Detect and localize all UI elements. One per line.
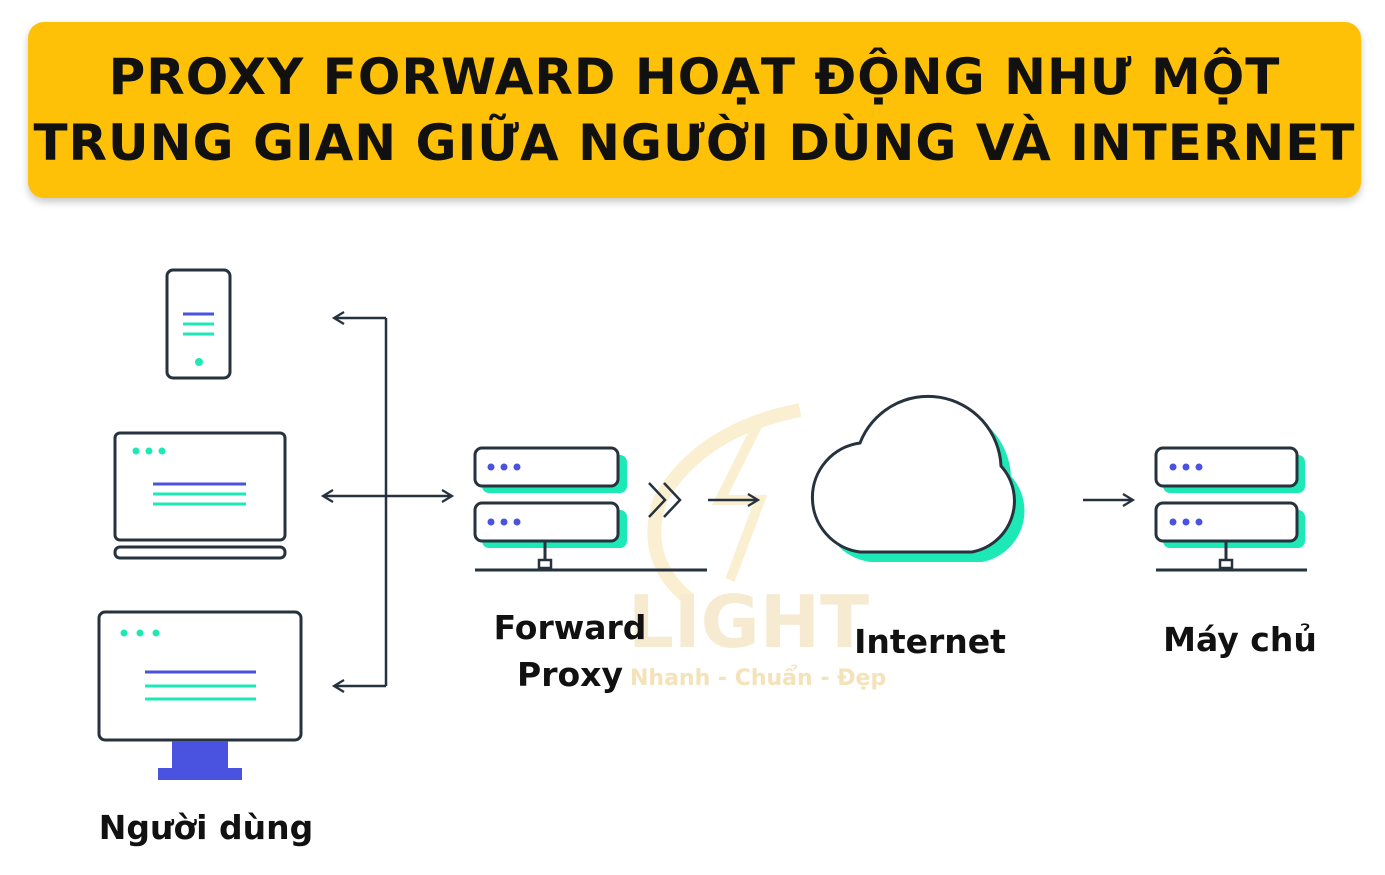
label-users: Người dùng bbox=[98, 808, 314, 847]
server-icon bbox=[1154, 446, 1307, 572]
title-line-1: PROXY FORWARD HOẠT ĐỘNG NHƯ MỘT bbox=[108, 48, 1281, 106]
watermark-brand: LIGHT bbox=[628, 580, 870, 664]
label-server: Máy chủ bbox=[1163, 620, 1317, 659]
desktop-icon bbox=[97, 610, 303, 780]
label-proxy-line1: Forward bbox=[493, 608, 647, 647]
double-chevron-icon bbox=[648, 482, 682, 518]
title-banner: PROXY FORWARD HOẠT ĐỘNG NHƯ MỘT TRUNG GI… bbox=[28, 22, 1361, 198]
laptop-icon bbox=[113, 431, 287, 560]
label-internet: Internet bbox=[854, 622, 1006, 661]
phone-icon bbox=[165, 268, 232, 380]
watermark-tagline: Nhanh - Chuẩn - Đẹp bbox=[630, 666, 887, 691]
label-proxy-line2: Proxy bbox=[517, 655, 623, 694]
proxy-server-icon bbox=[473, 446, 707, 572]
user-connector-arrows bbox=[320, 311, 455, 693]
cloud-icon bbox=[810, 394, 1025, 562]
title-line-2: TRUNG GIAN GIỮA NGƯỜI DÙNG VÀ INTERNET bbox=[33, 114, 1356, 172]
